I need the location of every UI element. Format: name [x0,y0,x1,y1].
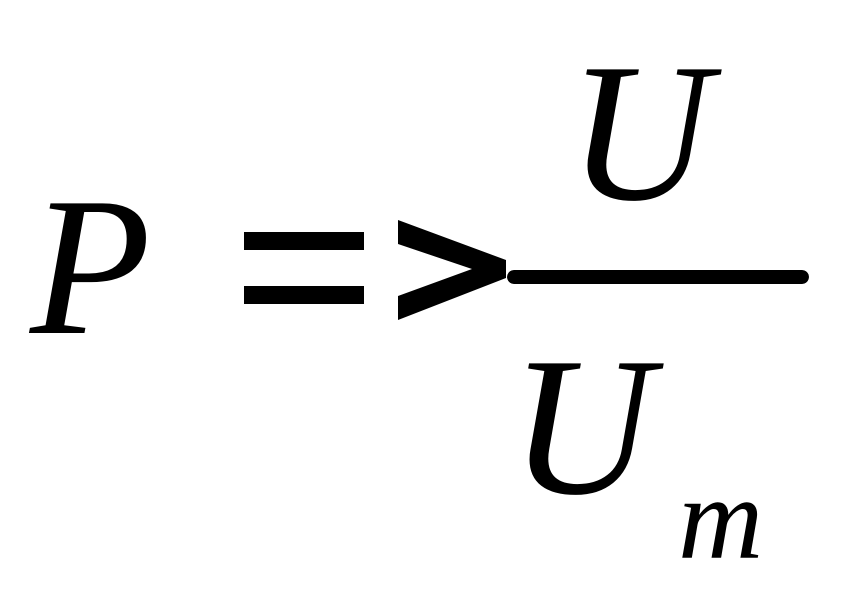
fraction-denominator-subscript: m [678,453,764,584]
formula-lhs-variable: P [30,157,151,376]
fraction-numerator: U [568,23,711,242]
implies-arrow-icon [244,220,506,320]
implies-bottom-bar [244,286,364,304]
implies-top-bar [244,232,364,250]
fraction-denominator-base: U [510,317,653,536]
fraction-bar [507,270,809,284]
implies-chevron [398,220,506,320]
